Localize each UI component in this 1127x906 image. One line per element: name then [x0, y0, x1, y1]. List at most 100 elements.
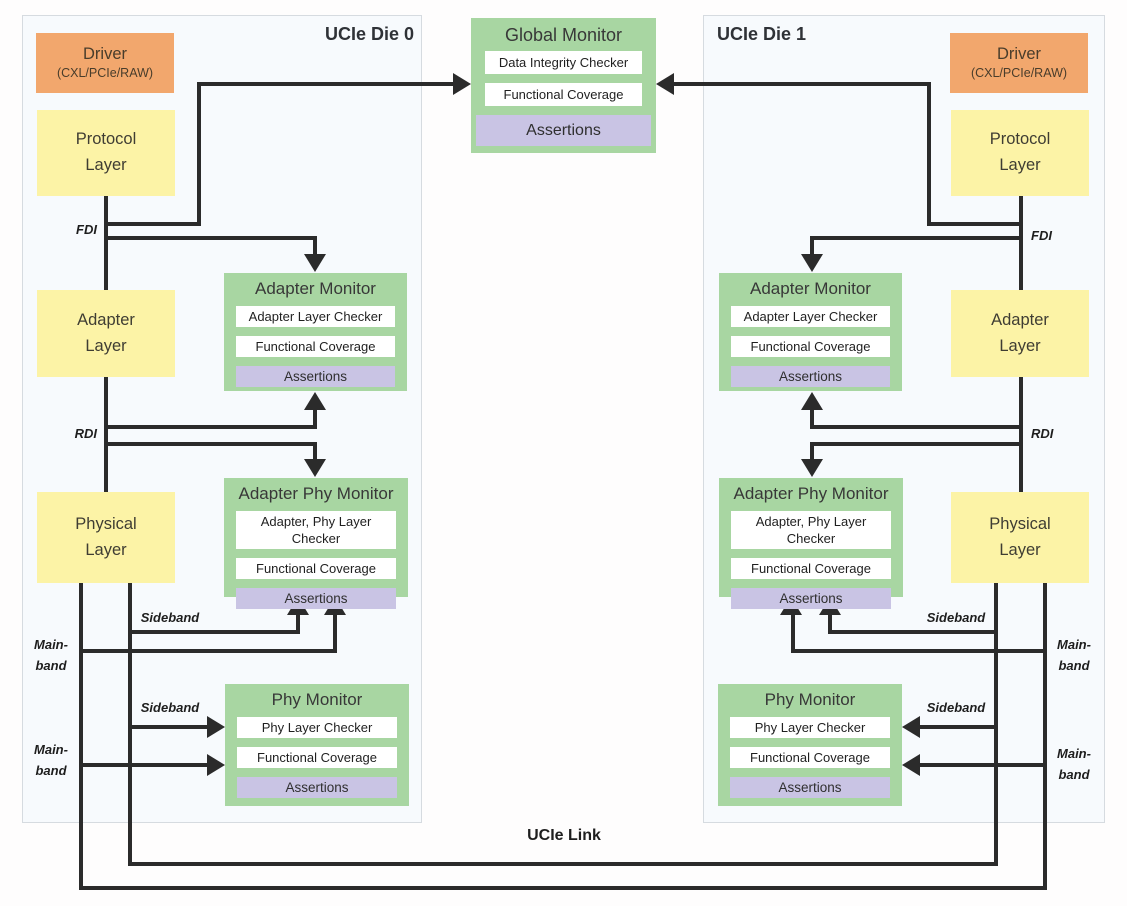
physical-layer-label-line1: Physical — [75, 514, 137, 533]
die1-mainband-label-lower: Main- band — [1050, 743, 1098, 785]
functional-coverage-box: Functional Coverage — [236, 336, 395, 357]
die1-sideband-riser — [828, 613, 832, 634]
die1-physical-layer-block: Physical Layer — [951, 492, 1089, 583]
die0-adapter-phy-monitor: Adapter Phy Monitor Adapter, Phy Layer C… — [224, 478, 408, 609]
mainband-label-line1: Main- — [1057, 637, 1091, 652]
functional-coverage-box: Functional Coverage — [236, 558, 396, 579]
ucie-link-mainband-line — [79, 886, 1047, 890]
phy-layer-checker-box: Phy Layer Checker — [237, 717, 397, 738]
driver-sublabel: (CXL/PCIe/RAW) — [56, 65, 154, 80]
die1-mainband-to-phy-line — [918, 763, 1047, 767]
die1-rdi-up-arrowhead — [801, 392, 823, 410]
die1-sideband-label-upper: Sideband — [926, 610, 986, 625]
die1-driver-block: Driver (CXL/PCIe/RAW) — [950, 33, 1088, 93]
die1-fdi-drop-line — [810, 236, 814, 256]
adapter-layer-label-line2: Layer — [85, 336, 127, 355]
die1-mainband-to-adapterphy-line — [791, 649, 1047, 653]
die1-fdi-branch-line — [927, 222, 1023, 226]
die1-sideband-label-lower: Sideband — [926, 700, 986, 715]
adapter-layer-checker-box: Adapter Layer Checker — [731, 306, 890, 327]
phy-layer-checker-box: Phy Layer Checker — [730, 717, 890, 738]
driver-sublabel: (CXL/PCIe/RAW) — [970, 65, 1068, 80]
die0-mainband-label-upper: Main- band — [27, 634, 75, 676]
mainband-label-line2: band — [35, 658, 67, 673]
die0-sideband-phy-arrowhead — [207, 716, 225, 738]
assertions-box: Assertions — [731, 588, 891, 609]
global-monitor-left-arrowhead — [453, 73, 471, 95]
assertions-box: Assertions — [236, 588, 396, 609]
monitor-title: Adapter Monitor — [255, 279, 376, 298]
assertions-box: Assertions — [730, 777, 890, 798]
adapter-layer-checker-box: Adapter Layer Checker — [236, 306, 395, 327]
die0-mainband-to-phy-line — [79, 763, 210, 767]
driver-label: Driver — [83, 45, 127, 64]
functional-coverage-box: Functional Coverage — [730, 747, 890, 768]
adapter-layer-label-line1: Adapter — [77, 310, 135, 329]
functional-coverage-box: Functional Coverage — [237, 747, 397, 768]
die0-to-global-riser — [197, 82, 201, 226]
die1-fdi-arrowhead — [801, 254, 823, 272]
assertions-box: Assertions — [476, 115, 651, 146]
die1-protocol-layer-block: Protocol Layer — [951, 110, 1089, 196]
die1-phy-monitor: Phy Monitor Phy Layer Checker Functional… — [718, 684, 902, 806]
die1-rdi-down-arrowhead — [801, 459, 823, 477]
mainband-label-line1: Main- — [34, 637, 68, 652]
mainband-label-line1: Main- — [34, 742, 68, 757]
data-integrity-checker-box: Data Integrity Checker — [485, 51, 642, 74]
assertions-box: Assertions — [731, 366, 890, 387]
global-monitor-right-arrowhead — [656, 73, 674, 95]
mainband-label-line2: band — [35, 763, 67, 778]
die1-sideband-to-phy-line — [918, 725, 998, 729]
monitor-title: Global Monitor — [504, 25, 623, 45]
mainband-label-line1: Main- — [1057, 746, 1091, 761]
driver-label: Driver — [997, 45, 1041, 64]
mainband-label-line2: band — [1058, 767, 1090, 782]
die0-adapter-monitor: Adapter Monitor Adapter Layer Checker Fu… — [224, 273, 407, 391]
ucie-link-label: UCIe Link — [527, 827, 601, 844]
monitor-title: Adapter Monitor — [750, 279, 871, 298]
die0-driver-block: Driver (CXL/PCIe/RAW) — [36, 33, 174, 93]
functional-coverage-box: Functional Coverage — [731, 336, 890, 357]
die0-sideband-label-lower: Sideband — [140, 700, 200, 715]
adapter-phy-layer-checker-box: Adapter, Phy Layer Checker — [731, 511, 891, 549]
die0-sideband-riser — [296, 613, 300, 634]
die0-fdi-branch-line — [104, 222, 201, 226]
die1-adapter-phy-monitor: Adapter Phy Monitor Adapter, Phy Layer C… — [719, 478, 903, 609]
die1-mainband-label-upper: Main- band — [1050, 634, 1098, 676]
die1-adapter-monitor: Adapter Monitor Adapter Layer Checker Fu… — [719, 273, 902, 391]
die1-rdi-label: RDI — [1031, 426, 1054, 441]
global-monitor: Global Monitor Data Integrity Checker Fu… — [471, 18, 656, 153]
die0-protocol-layer-block: Protocol Layer — [37, 110, 175, 196]
assertions-box: Assertions — [237, 777, 397, 798]
die0-to-global-line — [197, 82, 457, 86]
die1-to-global-line — [670, 82, 931, 86]
die0-sideband-to-phy-line — [128, 725, 210, 729]
die1-fdi-label: FDI — [1031, 228, 1052, 243]
ucie-link-sideband-line — [128, 862, 998, 866]
monitor-title: Phy Monitor — [271, 690, 363, 709]
die1-sideband-to-adapterphy-line — [828, 630, 998, 634]
monitor-title: Adapter Phy Monitor — [733, 484, 889, 503]
protocol-layer-label-line2: Layer — [999, 156, 1041, 174]
die1-sideband-phy-arrowhead — [902, 716, 920, 738]
die1-mainband-trunk — [1043, 580, 1047, 890]
die0-fdi-arrowhead — [304, 254, 326, 272]
die0-title: UCIe Die 0 — [324, 24, 414, 44]
mainband-label-line2: band — [1058, 658, 1090, 673]
assertions-box: Assertions — [236, 366, 395, 387]
protocol-layer-label-line1: Protocol — [75, 130, 137, 149]
adapter-phy-layer-checker-box: Adapter, Phy Layer Checker — [236, 511, 396, 549]
die0-rdi-upper-line — [104, 425, 317, 429]
die0-mainband-label-lower: Main- band — [27, 739, 75, 781]
protocol-layer-label-line2: Layer — [85, 156, 127, 174]
die0-rdi-up-arrowhead — [304, 392, 326, 410]
die0-mainband-phy-arrowhead — [207, 754, 225, 776]
die0-rdi-down-arrowhead — [304, 459, 326, 477]
die0-phy-monitor: Phy Monitor Phy Layer Checker Functional… — [225, 684, 409, 806]
die0-fdi-line — [104, 236, 317, 240]
die0-rdi-label: RDI — [74, 426, 97, 441]
die0-fdi-label: FDI — [76, 222, 97, 237]
functional-coverage-box: Functional Coverage — [485, 83, 642, 106]
die1-sideband-trunk — [994, 580, 998, 866]
